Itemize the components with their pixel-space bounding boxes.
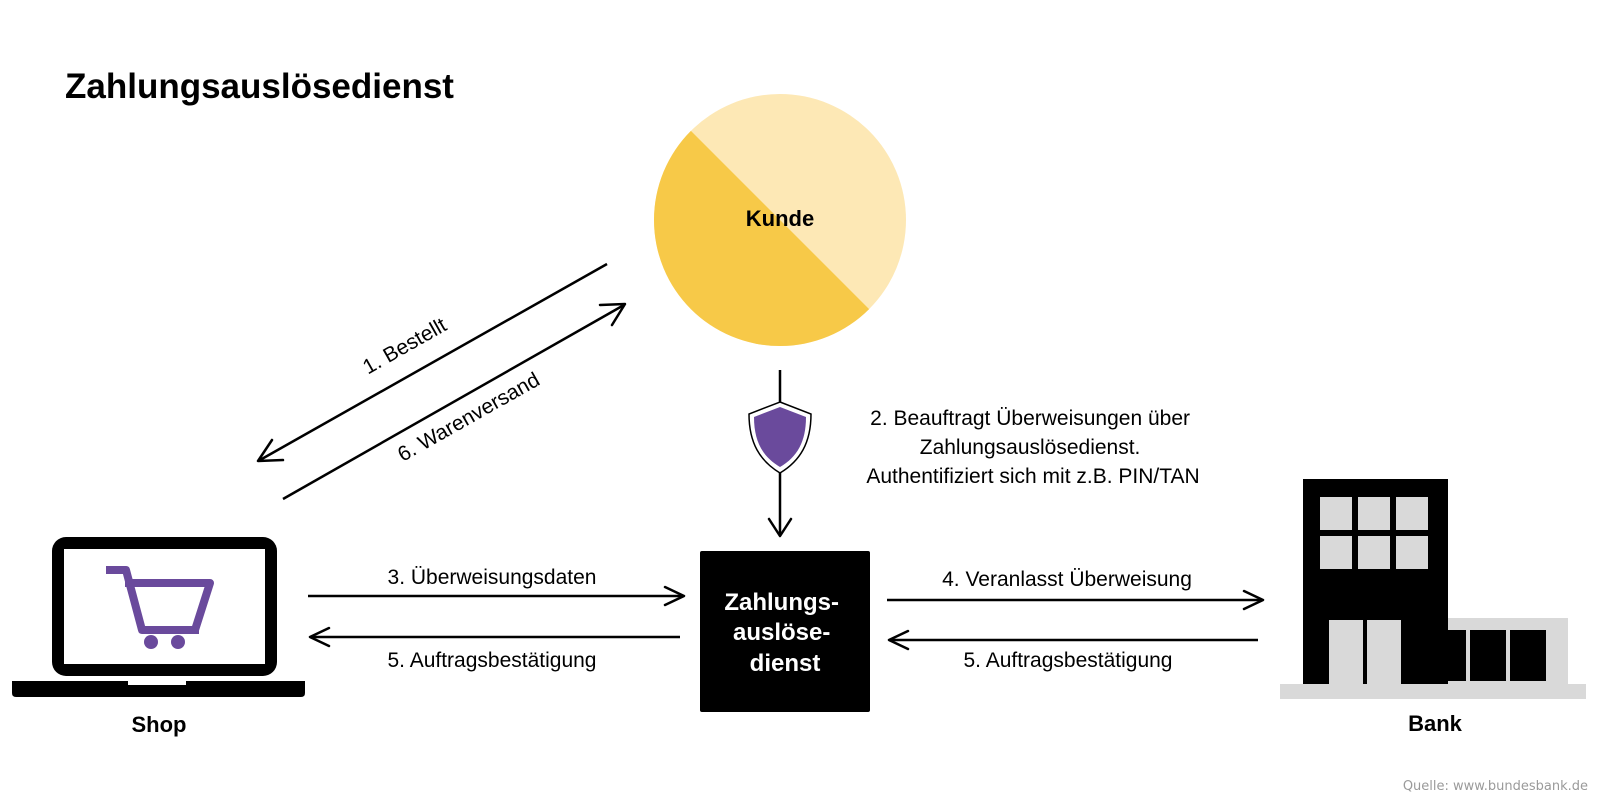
edge-confirmation-shop: 5. Auftragsbestätigung xyxy=(308,626,680,672)
shipping-arrowhead xyxy=(598,302,627,327)
order-arrowhead xyxy=(256,438,285,463)
order-label: 1. Bestellt xyxy=(359,314,451,380)
pis-label-line-1: Zahlungs- xyxy=(724,589,839,616)
pis-label-line-3: dienst xyxy=(750,650,821,677)
pis-label-line-2: auslöse- xyxy=(733,619,830,646)
confirmation-shop-arrowhead xyxy=(308,626,331,648)
confirmation-shop-label: 5. Auftragsbestätigung xyxy=(388,649,597,672)
transfer-data-label: 3. Überweisungsdaten xyxy=(388,566,597,589)
customer-node: Kunde xyxy=(653,94,906,347)
shipping-label: 6. Warenversand xyxy=(394,368,544,466)
authorize-label-line-2: Zahlungsauslösedienst. xyxy=(920,436,1141,459)
cart-icon xyxy=(106,566,214,649)
pis-node: Zahlungs- auslöse- dienst xyxy=(700,551,870,712)
edge-initiate-transfer: 4. Veranlasst Überweisung xyxy=(887,568,1265,611)
pis-label: Zahlungs- auslöse- dienst xyxy=(724,589,845,677)
authorize-label: 2. Beauftragt Überweisungen über Zahlung… xyxy=(866,407,1199,488)
authorize-arrowhead xyxy=(767,517,793,538)
authorize-label-line-1: 2. Beauftragt Überweisungen über xyxy=(870,407,1190,430)
diagram-title: Zahlungsauslösedienst xyxy=(65,67,454,106)
bank-label: Bank xyxy=(1408,711,1463,736)
initiate-transfer-arrowhead xyxy=(1242,589,1265,611)
pis-box xyxy=(700,551,870,712)
edge-confirmation-bank: 5. Auftragsbestätigung xyxy=(887,629,1258,672)
shop-node: Shop xyxy=(12,537,305,737)
initiate-transfer-label: 4. Veranlasst Überweisung xyxy=(942,568,1192,591)
laptop-cart-icon xyxy=(12,537,305,697)
customer-circle-dark-half xyxy=(653,130,870,347)
edge-transfer-data: 3. Überweisungsdaten xyxy=(308,566,686,607)
bank-building-icon xyxy=(1280,479,1586,699)
authorize-label-line-3: Authentifiziert sich mit z.B. PIN/TAN xyxy=(866,465,1199,488)
transfer-data-arrowhead xyxy=(663,585,686,607)
edge-authorize: 2. Beauftragt Überweisungen über Zahlung… xyxy=(748,370,1200,538)
shop-label: Shop xyxy=(132,712,187,737)
customer-label: Kunde xyxy=(746,206,814,231)
source-credit: Quelle: www.bundesbank.de xyxy=(1403,779,1588,794)
order-arrow-line xyxy=(259,262,608,462)
edge-shipping: 6. Warenversand xyxy=(282,302,627,501)
shipping-arrow-line xyxy=(282,303,625,501)
bank-node: Bank xyxy=(1280,479,1586,736)
confirmation-bank-arrowhead xyxy=(887,629,910,651)
shield-icon xyxy=(748,401,812,474)
confirmation-bank-label: 5. Auftragsbestätigung xyxy=(964,649,1173,672)
